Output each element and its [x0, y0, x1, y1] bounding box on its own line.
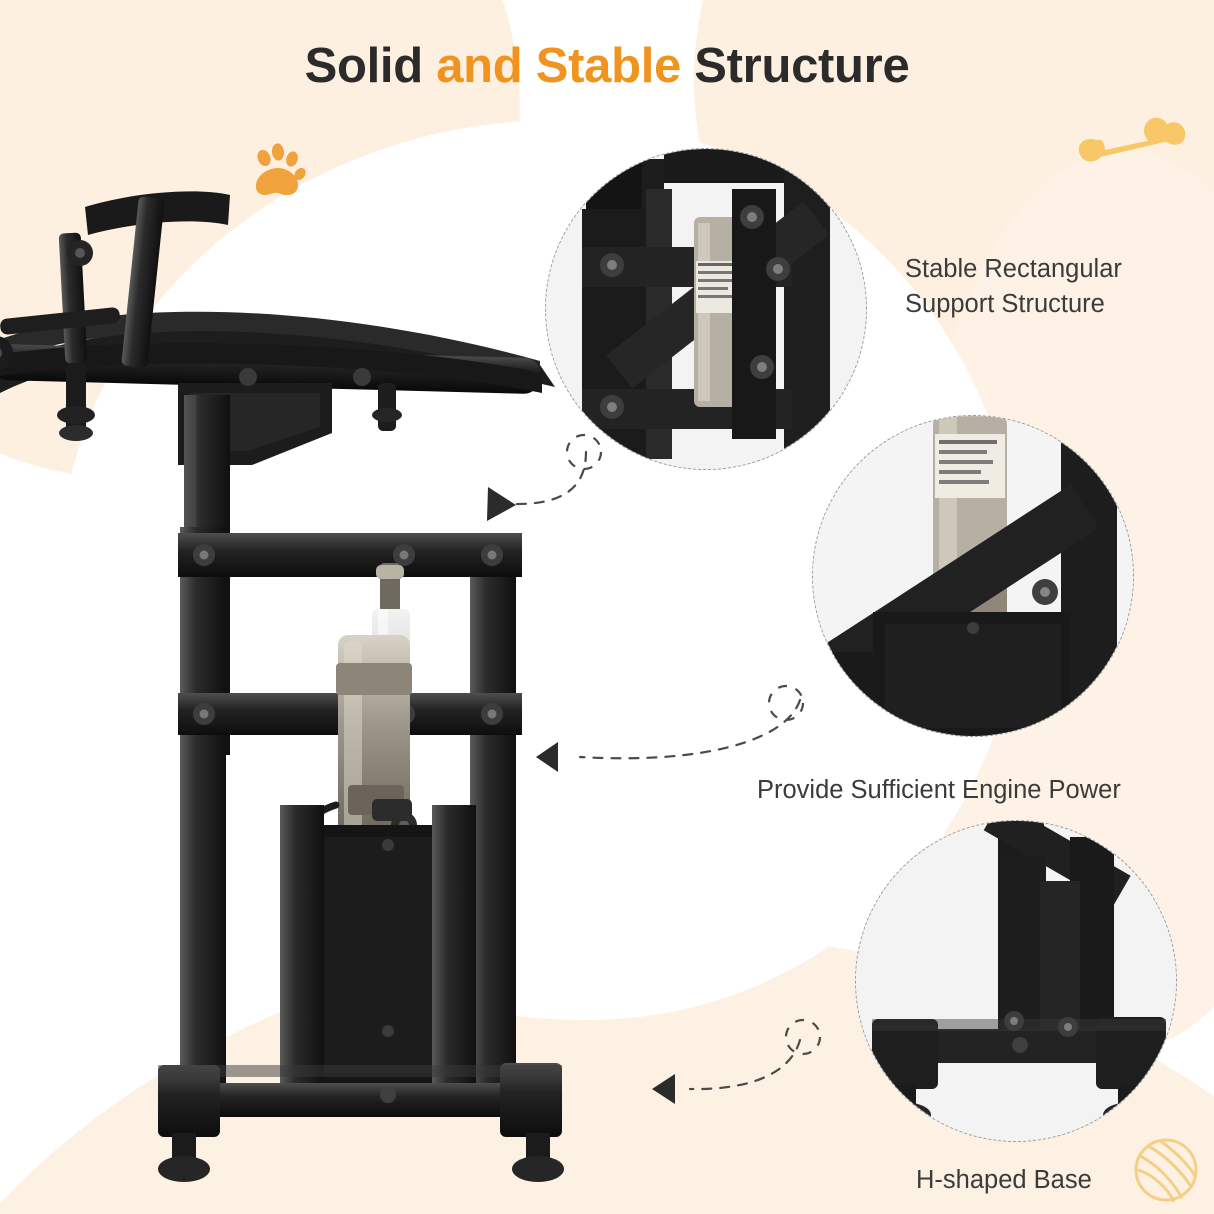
dog-bone-icon — [1078, 117, 1186, 162]
control-box — [280, 825, 470, 1085]
callout-label-engine-power: Provide Sufficient Engine Power — [757, 776, 1121, 804]
callout-stable-rectangular-support — [545, 148, 867, 470]
product-illustration — [0, 191, 564, 1182]
callout-h-shaped-base — [855, 820, 1177, 1142]
callout-top-image — [546, 149, 866, 469]
lower-column — [280, 805, 476, 1095]
callout-bottom-image — [856, 821, 1176, 1141]
title-part-stable: Stable — [535, 39, 695, 93]
electric-actuator — [308, 563, 417, 841]
title-part-solid: Solid — [304, 39, 437, 93]
h-shaped-base — [158, 1063, 564, 1182]
callout-label-h-shaped-base: H-shaped Base — [916, 1166, 1092, 1194]
callout-mid-image — [813, 416, 1133, 736]
callout-engine-power — [812, 415, 1134, 737]
yarn-ball-icon — [1134, 1138, 1198, 1203]
page-title: Solid and Stable Structure — [0, 38, 1214, 94]
title-part-structure: Structure — [694, 39, 910, 93]
grooming-arm-clamp — [0, 191, 230, 441]
callout-label-stable-rectangular-support: Stable Rectangular Support Structure — [905, 255, 1122, 318]
title-part-and: and — [436, 39, 536, 93]
paw-print-icon — [255, 143, 306, 196]
